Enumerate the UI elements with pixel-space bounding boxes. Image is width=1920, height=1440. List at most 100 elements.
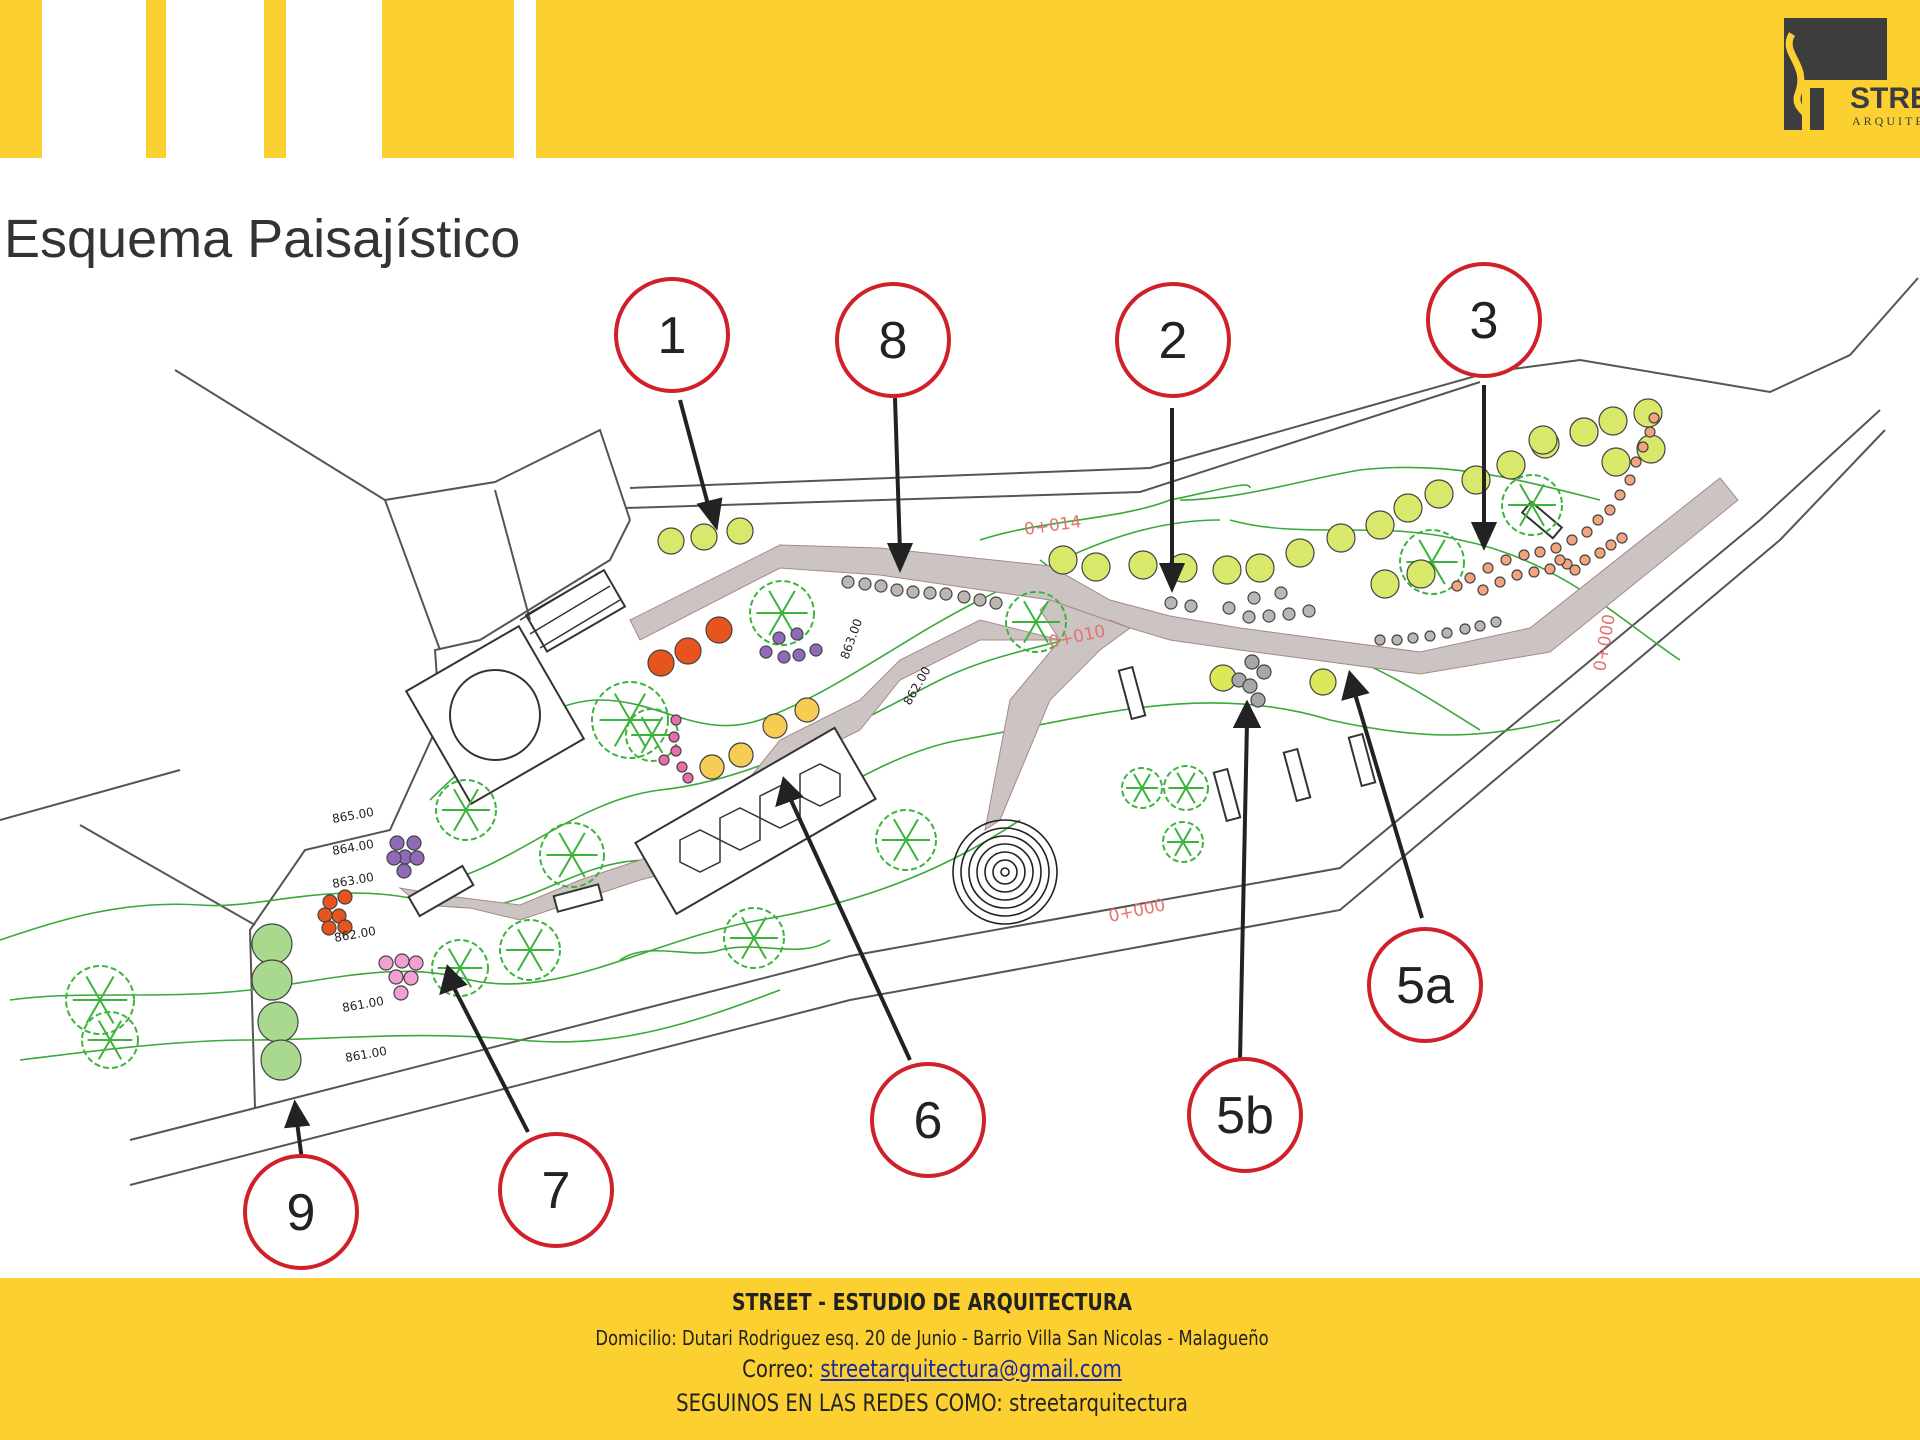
tree-icon: [1121, 767, 1163, 809]
shrub-icon: [759, 645, 773, 659]
shrub-icon: [647, 649, 675, 677]
callout-label: 1: [658, 307, 687, 365]
shrub-icon: [1592, 514, 1604, 526]
callout-label: 7: [542, 1162, 571, 1220]
shrub-icon: [1616, 532, 1628, 544]
street-logo-icon: [1784, 18, 1887, 130]
header-stripe: [42, 0, 146, 158]
shrub-icon: [1630, 456, 1642, 468]
shrub-icon: [1247, 591, 1261, 605]
shrub-icon: [317, 907, 333, 923]
shrub-symbols: [251, 398, 1666, 1081]
shrub-icon: [699, 754, 725, 780]
shrub-icon: [682, 772, 694, 784]
shrub-icon: [728, 742, 754, 768]
shrub-icon: [1482, 562, 1494, 574]
shrub-icon: [1554, 554, 1566, 566]
shrub-icon: [1370, 569, 1400, 599]
callout-2: 2: [1115, 282, 1231, 398]
shrub-icon: [337, 889, 353, 905]
callout-label: 8: [879, 312, 908, 370]
shrub-icon: [388, 969, 404, 985]
shrub-icon: [1184, 599, 1198, 613]
shrub-icon: [1544, 563, 1556, 575]
tree-icon: [539, 822, 605, 888]
callout-1: 1: [614, 277, 730, 393]
shrub-icon: [1614, 489, 1626, 501]
shrub-icon: [1222, 601, 1236, 615]
contour-label: 864.00: [331, 837, 375, 858]
shrub-icon: [1566, 534, 1578, 546]
shrub-icon: [772, 631, 786, 645]
header-stripe: [286, 0, 382, 158]
tree-icon: [591, 681, 669, 759]
shrub-icon: [1262, 609, 1276, 623]
tree-icon: [431, 939, 489, 997]
shrub-icon: [1424, 630, 1436, 642]
callout-arrows: [284, 385, 1498, 1161]
shrub-icon: [1282, 607, 1296, 621]
shrub-icon: [1406, 559, 1436, 589]
shrub-icon: [251, 959, 293, 1001]
shrub-icon: [386, 850, 402, 866]
shrub-icon: [378, 955, 394, 971]
shrub-icon: [668, 731, 680, 743]
tree-icon: [81, 1011, 139, 1069]
shrub-icon: [1581, 526, 1593, 538]
shrub-icon: [762, 713, 788, 739]
callout-9: 9: [243, 1154, 359, 1270]
shrub-icon: [1569, 417, 1599, 447]
shrub-icon: [1569, 564, 1581, 576]
shrub-icon: [726, 517, 754, 545]
callout-7: 7: [498, 1132, 614, 1248]
shrub-icon: [1518, 549, 1530, 561]
contour-label: 863.00: [331, 870, 375, 891]
header-stripe: [166, 0, 264, 158]
header-bar: [0, 0, 1920, 158]
shrub-icon: [1081, 552, 1111, 582]
callout-8: 8: [835, 282, 951, 398]
shrub-icon: [1511, 569, 1523, 581]
shrub-icon: [1309, 668, 1337, 696]
shrub-icon: [408, 955, 424, 971]
contour-label: 861.00: [344, 1044, 388, 1065]
shrub-icon: [1500, 554, 1512, 566]
shrub-icon: [1164, 596, 1178, 610]
shrub-icon: [906, 585, 920, 599]
shrub-icon: [777, 650, 791, 664]
shrub-icon: [322, 894, 338, 910]
shrub-icon: [337, 919, 353, 935]
shrub-icon: [794, 697, 820, 723]
shrub-icon: [939, 587, 953, 601]
shrub-icon: [658, 754, 670, 766]
shrub-icon: [874, 579, 888, 593]
tree-icon: [1501, 474, 1563, 536]
shrub-icon: [1637, 441, 1649, 453]
shrub-icon: [394, 953, 410, 969]
callout-3: 3: [1426, 262, 1542, 378]
shrub-icon: [705, 616, 733, 644]
shrub-icon: [858, 577, 872, 591]
shrub-icon: [1212, 555, 1242, 585]
shrub-icon: [1285, 538, 1315, 568]
shrub-icon: [670, 714, 682, 726]
page-title: Esquema Paisajístico: [4, 209, 521, 269]
shrub-icon: [1374, 634, 1386, 646]
shrub-icon: [923, 586, 937, 600]
callout-6: 6: [870, 1062, 986, 1178]
shrub-icon: [957, 590, 971, 604]
shrub-icon: [1644, 426, 1656, 438]
shrub-icon: [1391, 634, 1403, 646]
shrub-icon: [1579, 554, 1591, 566]
shrub-icon: [670, 745, 682, 757]
footer-bar: STREET - ESTUDIO DE ARQUITECTURA Domicil…: [0, 1278, 1920, 1440]
shrub-icon: [321, 920, 337, 936]
tree-icon: [1162, 821, 1204, 863]
site-structures: [404, 500, 1564, 918]
tree-icon: [723, 907, 785, 969]
shrub-icon: [1441, 627, 1453, 639]
footer-email-link[interactable]: streetarquitectura@gmail.com: [820, 1355, 1122, 1383]
shrub-icon: [841, 575, 855, 589]
shrub-icon: [1496, 450, 1526, 480]
shrub-icon: [1242, 678, 1258, 694]
